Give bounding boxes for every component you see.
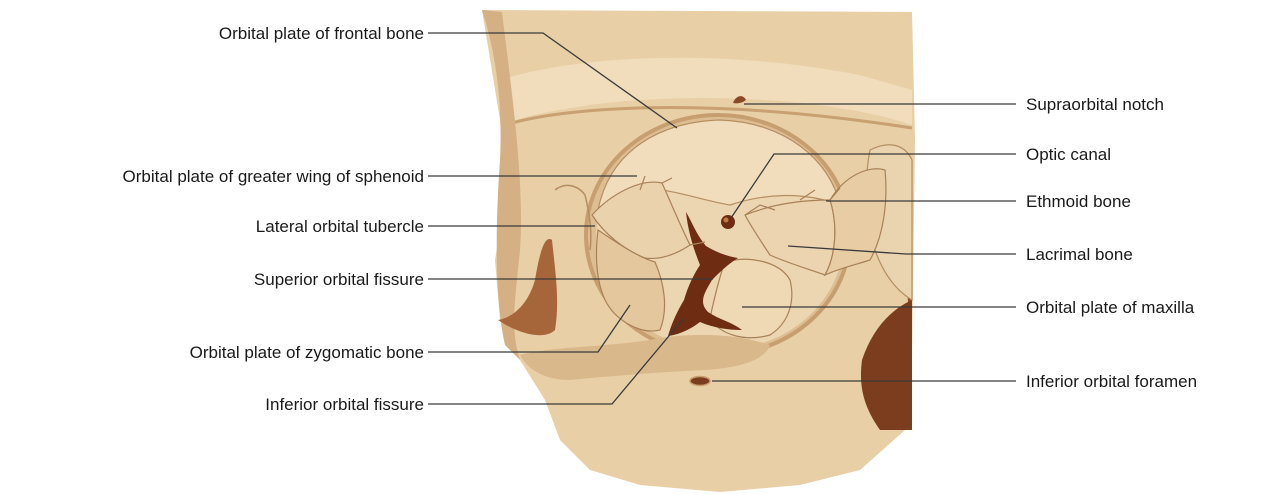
label-orbital-plate-greater-wing-sphenoid: Orbital plate of greater wing of sphenoi… (123, 167, 424, 186)
label-inferior-orbital-fissure: Inferior orbital fissure (265, 395, 424, 414)
label-ethmoid-bone: Ethmoid bone (1026, 192, 1131, 211)
label-optic-canal: Optic canal (1026, 145, 1111, 164)
label-orbital-plate-frontal: Orbital plate of frontal bone (219, 24, 424, 43)
optic-canal-shape (721, 215, 735, 229)
label-lacrimal-bone: Lacrimal bone (1026, 245, 1133, 264)
label-lateral-orbital-tubercle: Lateral orbital tubercle (256, 217, 424, 236)
label-superior-orbital-fissure: Superior orbital fissure (254, 270, 424, 289)
left-labels: Orbital plate of frontal bone Orbital pl… (123, 24, 424, 414)
label-orbital-plate-maxilla: Orbital plate of maxilla (1026, 298, 1195, 317)
right-labels: Supraorbital notch Optic canal Ethmoid b… (1026, 95, 1197, 391)
label-supraorbital-notch: Supraorbital notch (1026, 95, 1164, 114)
skull-illustration (482, 10, 915, 492)
optic-canal-highlight (724, 218, 729, 223)
inferior-orbital-foramen-shape (690, 377, 710, 386)
label-orbital-plate-zygomatic: Orbital plate of zygomatic bone (190, 343, 424, 362)
label-inferior-orbital-foramen: Inferior orbital foramen (1026, 372, 1197, 391)
